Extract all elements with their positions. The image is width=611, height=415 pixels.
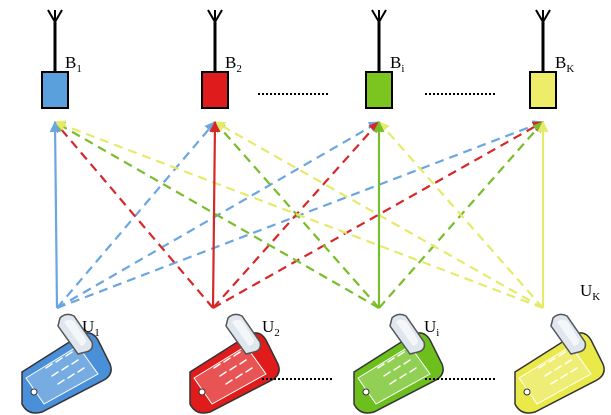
interference-link-uk-b1 bbox=[53, 120, 544, 310]
base-station-k-label: BK bbox=[555, 53, 574, 75]
base-station-i-box bbox=[365, 71, 393, 109]
base-station-2-box bbox=[201, 71, 229, 109]
user-1-label: U1 bbox=[82, 317, 100, 339]
interference-link-uk-bi bbox=[378, 121, 544, 309]
base-station-i-label: Bi bbox=[390, 53, 404, 75]
links-layer bbox=[49, 120, 549, 310]
user-k-label: UK bbox=[580, 281, 600, 303]
user-2-phone bbox=[189, 313, 280, 414]
user-1-phone bbox=[21, 313, 112, 414]
base-station-2-label: B2 bbox=[225, 53, 242, 75]
interference-link-u2-bk bbox=[212, 121, 544, 309]
base-station-1-box bbox=[41, 71, 69, 109]
user-k-phone bbox=[514, 313, 605, 414]
antenna-icon bbox=[207, 9, 223, 72]
interference-link-u2-b1 bbox=[54, 121, 214, 309]
base-station-i: Bi bbox=[365, 9, 404, 109]
users: U1 U2 Ui UK bbox=[21, 281, 605, 414]
user-i-phone bbox=[353, 313, 444, 414]
base-stations: B1 B2 Bi bbox=[41, 9, 574, 109]
direct-link-u1-b1 bbox=[49, 120, 61, 309]
interference-link-ui-b1 bbox=[54, 121, 380, 309]
interference-link-u1-b2 bbox=[56, 121, 216, 309]
user-i-label: Ui bbox=[424, 317, 439, 339]
base-station-2: B2 bbox=[201, 9, 242, 109]
user-2-label: U2 bbox=[262, 317, 280, 339]
base-station-k: BK bbox=[529, 9, 574, 109]
antenna-icon bbox=[47, 9, 63, 72]
base-station-k-box bbox=[529, 71, 557, 109]
direct-link-u2-b2 bbox=[209, 120, 221, 309]
base-station-1-label: B1 bbox=[65, 53, 82, 75]
base-station-1: B1 bbox=[41, 9, 82, 109]
antenna-icon bbox=[535, 9, 551, 72]
antenna-icon bbox=[371, 9, 387, 72]
